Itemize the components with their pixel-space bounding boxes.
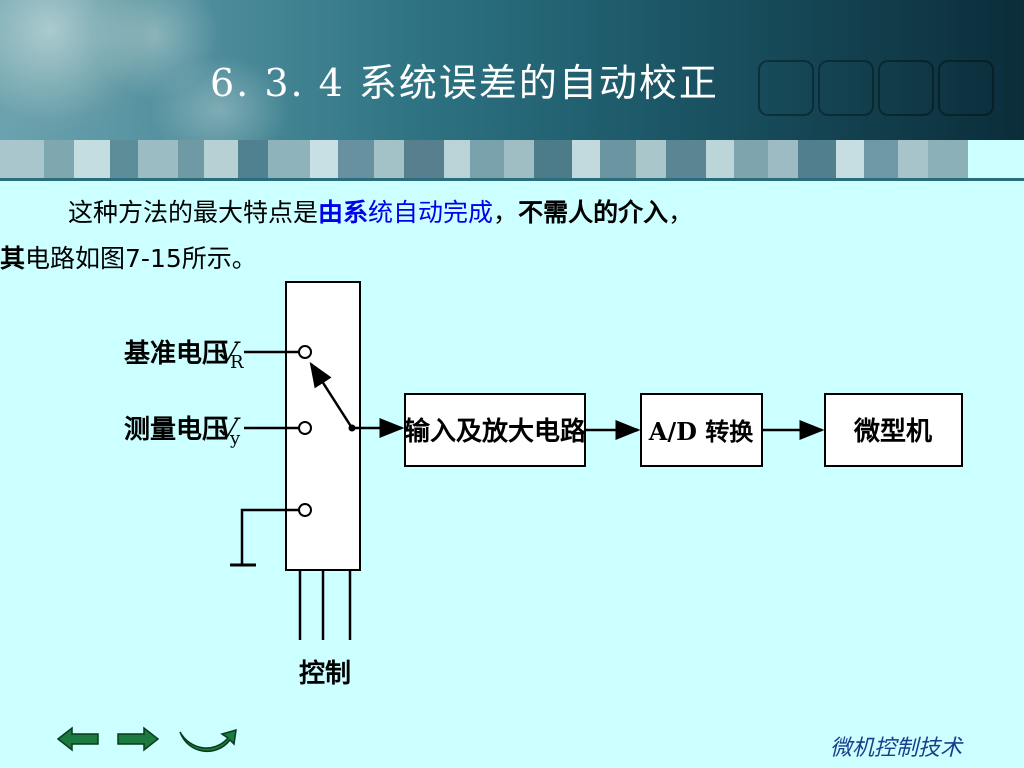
slide-navigation: [56, 726, 240, 756]
ground-lead: [240, 508, 299, 565]
prev-arrow-icon[interactable]: [56, 726, 100, 752]
intro-pre: 这种方法的最大特点是: [68, 198, 319, 227]
ad-block: [640, 393, 763, 467]
meas-contact: [298, 421, 312, 435]
amp-label: 输入及放大电路: [404, 416, 587, 447]
header-rule: [0, 178, 1024, 181]
decor-flask-image: [90, 0, 220, 100]
intro-bold-mid: 不需人的介入: [518, 198, 669, 227]
intro-rest: 电路如图7-15所示。: [25, 244, 257, 273]
intro-highlight: 统自动完成: [368, 198, 494, 227]
intro-paragraph: 这种方法的最大特点是由系统自动完成，不需人的介入， 其电路如图7-15所示。: [0, 190, 968, 282]
switch-arm: [309, 361, 354, 429]
mcu-block: [824, 393, 963, 467]
control-label: 控制: [299, 659, 351, 689]
intro-bold-start: 其: [0, 244, 26, 273]
meas-voltage-symbol: V: [218, 412, 241, 445]
header-banner: 6. 3. 4 系统误差的自动校正: [0, 0, 1024, 140]
return-arrow-icon[interactable]: [176, 726, 240, 756]
next-arrow-icon[interactable]: [116, 726, 160, 752]
switch-box: [285, 281, 361, 571]
footer-course-title: 微机控制技术: [829, 736, 962, 761]
decor-stripe: [0, 140, 1024, 178]
intro-comma: ，: [668, 198, 694, 227]
meas-voltage-label: 测量电压: [124, 415, 228, 445]
ref-voltage-symbol: V: [218, 336, 241, 369]
ref-voltage-label: 基准电压: [124, 339, 228, 369]
ad-label: A/D 转换: [648, 417, 755, 446]
meas-voltage-subscript: y: [229, 428, 241, 449]
amp-block: [404, 393, 586, 467]
ground-contact: [298, 503, 312, 517]
decor-squares: [758, 60, 994, 116]
mcu-label: 微型机: [853, 416, 932, 447]
ref-contact: [298, 345, 312, 359]
intro-comma: ，: [493, 198, 519, 227]
decor-flask-image: [150, 55, 290, 140]
ref-voltage-subscript: R: [230, 352, 244, 373]
slide-title: 6. 3. 4 系统误差的自动校正: [210, 61, 719, 105]
intro-highlight-bold: 由系: [318, 198, 369, 227]
